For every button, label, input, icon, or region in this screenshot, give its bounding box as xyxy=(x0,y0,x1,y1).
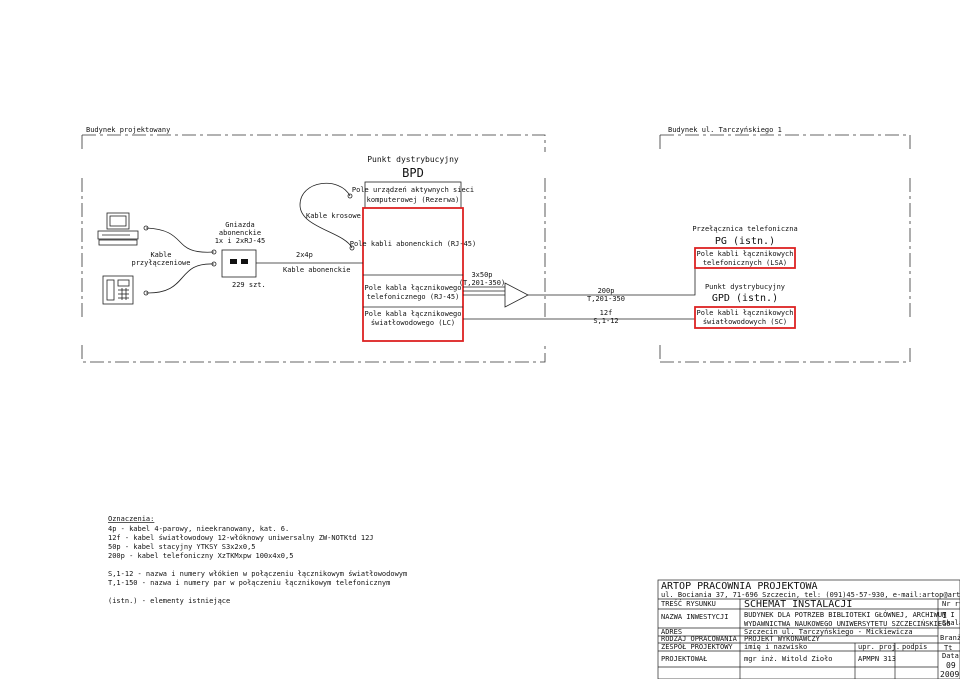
computer-icon xyxy=(97,212,139,246)
pg-title: Przełącznica telefoniczna xyxy=(692,225,797,233)
legend-line: S,1-12 - nazwa i numery włókien w połącz… xyxy=(108,570,407,578)
bpd-cabinet xyxy=(362,207,464,342)
pg-field-line2: telefonicznych (LSA) xyxy=(703,259,787,267)
legend-line: 50p - kabel stacyjny YTKSY S3x2x0,5 xyxy=(108,543,256,551)
telephone-icon xyxy=(102,275,134,305)
label-2x4p: 2x4p xyxy=(296,251,313,259)
cable-splice-triangle xyxy=(504,282,529,308)
upr-label: upr. proj. xyxy=(858,643,900,651)
legend-line: T,1-150 - nazwa i numery par w połączeni… xyxy=(108,579,390,587)
legend: Oznaczenia: 4p - kabel 4-parowy, nieekra… xyxy=(108,515,407,605)
nr-rys-label: Nr rys. xyxy=(942,600,960,608)
kable-przylaczeniowe-2: przyłączeniowe xyxy=(131,259,190,267)
data-label: Data xyxy=(942,652,959,660)
pg-code: PG (istn.) xyxy=(715,236,775,247)
gpd-field-box xyxy=(694,306,796,329)
cable-c2-line1: 200p xyxy=(598,287,615,295)
gpd-code: GPD (istn.) xyxy=(712,293,778,304)
building-left-outline xyxy=(81,134,546,152)
branza-label: Branża xyxy=(940,634,960,642)
bpd-code: BPD xyxy=(402,166,424,180)
rodzaj-label: RODZAJ OPRACOWANIA xyxy=(661,635,738,643)
bpd-subscriber-field: Pole kabli abonenckich (RJ-45) xyxy=(350,240,476,248)
gpd-field-line1: Pole kabli łącznikowych xyxy=(697,309,794,317)
data-year: 2009 xyxy=(940,670,959,679)
kable-przylaczeniowe-1: Kable xyxy=(150,251,171,259)
legend-line: (istn.) - elementy istniejące xyxy=(108,597,230,605)
bpd-fiber-line2: światłowodowego (LC) xyxy=(371,319,455,327)
title-block: ARTOP PRACOWNIA PROJEKTOWA ul. Bociania … xyxy=(657,579,960,679)
legend-line: 200p - kabel telefoniczny XzTKMxpw 100x4… xyxy=(108,552,293,560)
gpd-title: Punkt dystrybucyjny xyxy=(705,283,785,291)
legend-heading: Oznaczenia: xyxy=(108,515,154,523)
cable-c3-line1: 12f xyxy=(600,309,613,317)
building-left-label: Budynek projektowany xyxy=(86,126,170,134)
rj45-socket-icon xyxy=(230,259,248,264)
cable-c3-line2: S,1-12 xyxy=(593,317,618,325)
bpd-phone-line2: telefonicznego (RJ-45) xyxy=(367,293,460,301)
pg-field-line1: Pole kabli łącznikowych xyxy=(697,250,794,258)
data-month: 09 xyxy=(946,661,956,670)
bpd-active-line1: Pole urządzeń aktywnych sieci xyxy=(352,186,474,194)
gniazda-line1: Gniazda xyxy=(225,221,255,229)
projektowal-label: PROJEKTOWAŁ xyxy=(661,655,707,663)
tresc-label: TREŚĆ RYSUNKU xyxy=(661,599,716,608)
cable-to-pg xyxy=(528,262,696,296)
cable-c2-line2: T,201-350 xyxy=(587,295,625,303)
gniazda-line3: 1x i 2xRJ-45 xyxy=(215,237,266,245)
upr-value: APMPN 313 xyxy=(858,655,896,663)
imie-label: imię i nazwisko xyxy=(744,643,807,651)
bpd-fiber-line1: Pole kabla łącznikowego xyxy=(365,310,462,318)
inwestycja-label: NAZWA INWESTYCJI xyxy=(661,613,728,621)
patch-cable-2 xyxy=(145,263,215,294)
cable-c1-line2: (T,201-350) xyxy=(459,279,505,287)
patch-cord-loop xyxy=(299,182,353,249)
pg-field-box xyxy=(694,247,796,269)
inwestycja-line1: BUDYNEK DLA POTRZEB BIBLIOTEKI GŁÓWNEJ, … xyxy=(744,610,955,619)
socket-count: 229 szt. xyxy=(232,281,266,289)
podpis-label: podpis xyxy=(902,643,927,651)
cable-c1-line1: 3x50p xyxy=(471,271,492,279)
legend-line: 12f - kabel światłowodowy 12-włóknowy un… xyxy=(108,534,374,542)
building-right-label: Budynek ul. Tarczyńskiego 1 xyxy=(668,126,782,134)
firm-address: ul. Bociania 37, 71-696 Szczecin, tel: (… xyxy=(661,591,960,599)
branza-value: Tt xyxy=(944,644,952,652)
skala-label: Skala xyxy=(942,619,960,627)
projektowal-value: mgr inż. Witold Zioło xyxy=(744,655,833,663)
firm-name: ARTOP PRACOWNIA PROJEKTOWA xyxy=(661,581,818,592)
inwestycja-line2: WYDAWNICTWA NAUKOWEGO UNIWERSYTETU SZCZE… xyxy=(744,619,951,628)
patch-cable-1 xyxy=(145,227,215,253)
rodzaj-value: PROJEKT WYKONAWCZY xyxy=(744,635,821,643)
gniazda-line2: abonenckie xyxy=(219,229,261,237)
subscriber-socket-box xyxy=(221,249,257,278)
kable-krosowe-label: Kable krosowe xyxy=(306,212,361,220)
zespol-label: ZESPÓŁ PROJEKTOWY xyxy=(661,642,733,651)
gpd-field-line2: światłowodowych (SC) xyxy=(703,318,787,326)
kable-abonenckie-label: Kable abonenckie xyxy=(283,266,350,274)
bpd-phone-line1: Pole kabla łącznikowego xyxy=(365,284,462,292)
legend-line: 4p - kabel 4-parowy, nieekranowany, kat.… xyxy=(108,525,289,533)
bpd-active-line2: komputerowej (Rezerwa) xyxy=(367,196,460,204)
building-right-outline xyxy=(660,134,911,150)
adres-value: Szczecin ul. Tarczyńskiego - Mickiewicza xyxy=(744,628,913,636)
bpd-title: Punkt dystrybucyjny xyxy=(367,155,459,164)
adres-label: ADRES xyxy=(661,628,682,636)
nr-rys-value: 1 xyxy=(942,611,947,620)
tresc-value: SCHEMAT INSTALACJI xyxy=(744,599,852,610)
